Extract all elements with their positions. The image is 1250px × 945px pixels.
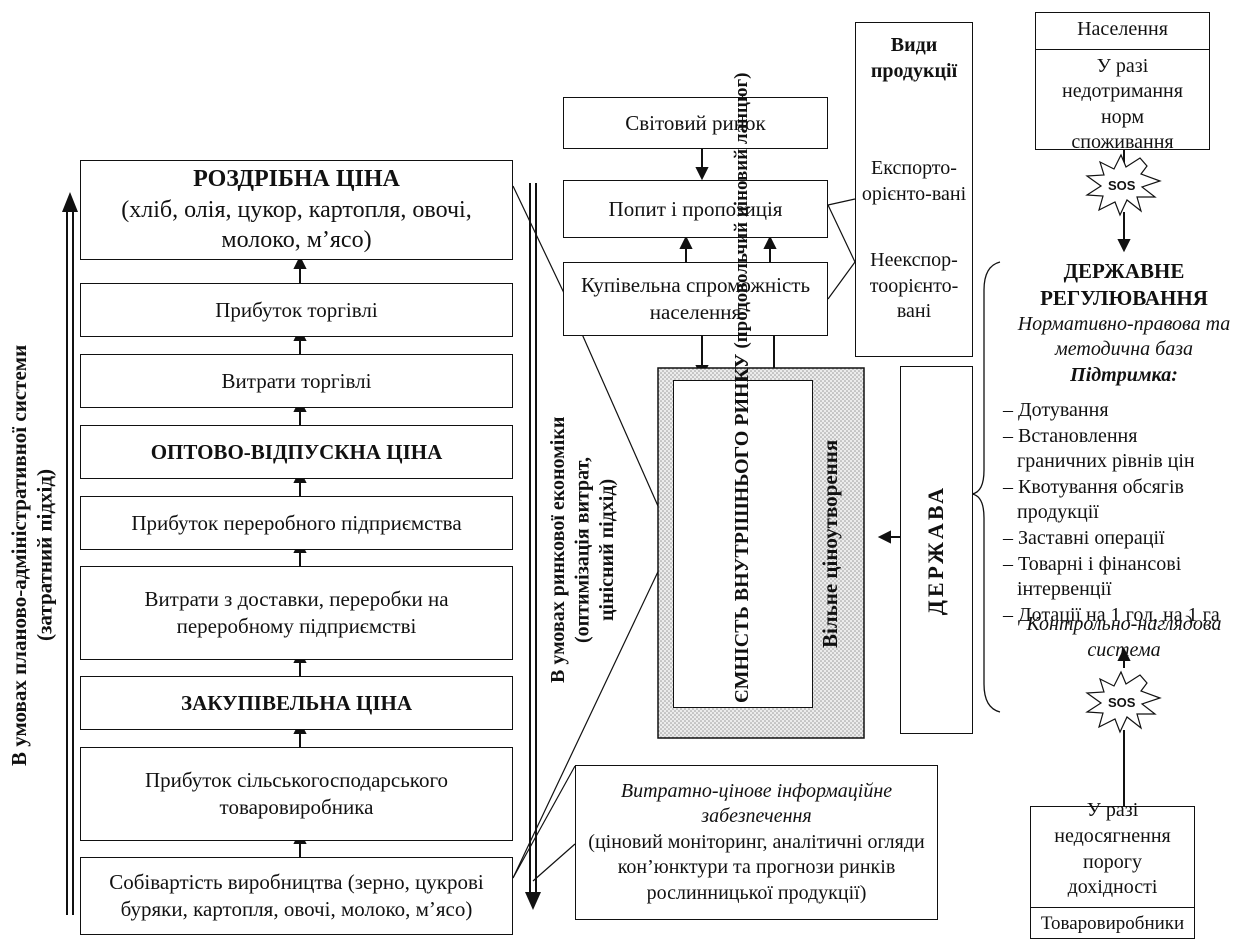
sos-burst-bottom	[1085, 670, 1162, 734]
product-types-box: Види продукції	[855, 22, 973, 357]
support-item: – Товарні і фінансові інтервенції	[1003, 552, 1182, 601]
sos-burst-top	[1085, 153, 1162, 217]
support-item: – Квотування обсягів продукції	[1003, 475, 1184, 524]
regulatory-base: Нормативно-правова та методична база	[1017, 312, 1231, 361]
state-regulation-title: ДЕРЖАВНЕ РЕГУЛЮВАННЯ	[1040, 259, 1208, 310]
wholesale-price-label: ОПТОВО-ВІДПУСКНА ЦІНА	[150, 439, 443, 464]
trade-profit-label: Прибуток торгівлі	[215, 297, 378, 322]
delivery-costs-box: Витрати з доставки, переробки на перероб…	[80, 566, 513, 660]
info-support-box: Витратно-цінове інформаційне забезпеченн…	[575, 765, 938, 920]
production-cost-box: Собівартість виробництва (зерно, цукрові…	[80, 857, 513, 935]
producers-condition: У разі недосягнення порогу дохідності	[1054, 799, 1171, 899]
sos-label-top: SOS	[1108, 178, 1136, 193]
farmer-profit-box: Прибуток сільськогосподарського товарови…	[80, 747, 513, 841]
support-item: – Дотування	[1003, 399, 1109, 421]
middle-axis-label: В умовах ринкової економіки (оптимізація…	[546, 320, 626, 780]
middle-axis-line2: (оптимізація витрат,	[571, 457, 594, 643]
population-condition: У разі недотримання норм споживання	[1062, 54, 1183, 154]
population-header: Населення	[1036, 13, 1209, 50]
middle-axis-line1: В умовах ринкової економіки	[547, 416, 569, 684]
trade-costs-label: Витрати торгівлі	[221, 368, 372, 393]
purchasing-power-label: Купівельна спроможність населення	[580, 273, 811, 324]
diagonal-lines	[512, 185, 856, 882]
world-market-box: Світовий ринок	[563, 97, 828, 149]
farmer-profit-label: Прибуток сільськогосподарського товарови…	[144, 768, 449, 819]
delivery-costs-label: Витрати з доставки, переробки на перероб…	[144, 587, 449, 638]
support-item: – Дотації на 1 гол, на 1 га	[1003, 603, 1220, 626]
processor-profit-label: Прибуток переробного підприємства	[131, 510, 462, 535]
product-types-title: Види продукції	[870, 34, 958, 82]
export-oriented-label: Експорто-орієнто-вані	[861, 157, 967, 205]
population-box: Населення У разі недотримання норм спожи…	[1035, 12, 1210, 153]
support-heading: Підтримка:	[1070, 363, 1178, 386]
info-support-title: Витратно-цінове інформаційне забезпеченн…	[620, 779, 893, 828]
world-market-label: Світовий ринок	[625, 110, 766, 135]
sos-label-bottom: SOS	[1108, 695, 1136, 710]
control-system-label: Контрольно-наглядова система	[1026, 613, 1222, 661]
trade-profit-box: Прибуток торгівлі	[80, 283, 513, 337]
producers-footer: Товаровиробники	[1031, 906, 1194, 938]
state-label: ДЕРЖАВА	[923, 484, 949, 616]
processor-profit-box: Прибуток переробного підприємства	[80, 496, 513, 550]
free-pricing-label: Вільне ціноутворення	[818, 439, 842, 649]
retail-price-box: РОЗДРІБНА ЦІНА (хліб, олія, цукор, карто…	[80, 160, 513, 260]
producers-box: У разі недосягнення порогу дохідності То…	[1030, 799, 1195, 939]
production-cost-label: Собівартість виробництва (зерно, цукрові…	[109, 870, 484, 921]
trade-costs-box: Витрати торгівлі	[80, 354, 513, 408]
support-item: – Заставні операції	[1003, 526, 1165, 549]
purchase-price-label: ЗАКУПІВЕЛЬНА ЦІНА	[181, 690, 412, 715]
middle-axis-line3: цінісний підхід)	[595, 478, 618, 622]
support-item: – Встановлення граничних рівнів цін	[1003, 424, 1195, 473]
supply-demand-label: Попит і пропозиція	[608, 196, 783, 221]
state-box: ДЕРЖАВА	[900, 366, 973, 734]
state-regulation-block: ДЕРЖАВНЕ РЕГУЛЮВАННЯ Нормативно-правова …	[1000, 258, 1248, 389]
info-support-details: (ціновий моніторинг, аналітичні огляди к…	[588, 830, 925, 904]
market-capacity-title: ЄМНІСТЬ ВНУТРІШНЬОГО РИНКУ	[731, 353, 753, 703]
left-axis-line1: В умовах планово-адміністративної систем…	[7, 344, 31, 766]
market-capacity-text: ЄМНІСТЬ ВНУТРІШНЬОГО РИНКУ (продовольчий…	[730, 73, 756, 703]
market-capacity-sub: (продовольчий ціновий ланцюг)	[731, 72, 752, 349]
middle-down-arrow	[525, 183, 541, 910]
purchasing-power-box: Купівельна спроможність населення	[563, 262, 828, 336]
left-up-arrow	[62, 192, 78, 915]
non-export-oriented-label: Неекспор-тоорієнто-вані	[869, 249, 959, 323]
purchase-price-box: ЗАКУПІВЕЛЬНА ЦІНА	[80, 676, 513, 730]
retail-price-products: (хліб, олія, цукор, картопля, овочі, мол…	[121, 196, 472, 254]
supply-demand-box: Попит і пропозиція	[563, 180, 828, 238]
wholesale-price-box: ОПТОВО-ВІДПУСКНА ЦІНА	[80, 425, 513, 479]
left-axis-line2: (затратний підхід)	[32, 469, 57, 641]
retail-price-title: РОЗДРІБНА ЦІНА	[193, 165, 400, 192]
support-list: – Дотування – Встановлення граничних рів…	[1003, 398, 1223, 628]
market-capacity-box: ЄМНІСТЬ ВНУТРІШНЬОГО РИНКУ (продовольчий…	[673, 73, 813, 708]
regulation-brace	[971, 261, 1001, 713]
left-axis-label: В умовах планово-адміністративної систем…	[7, 195, 61, 915]
